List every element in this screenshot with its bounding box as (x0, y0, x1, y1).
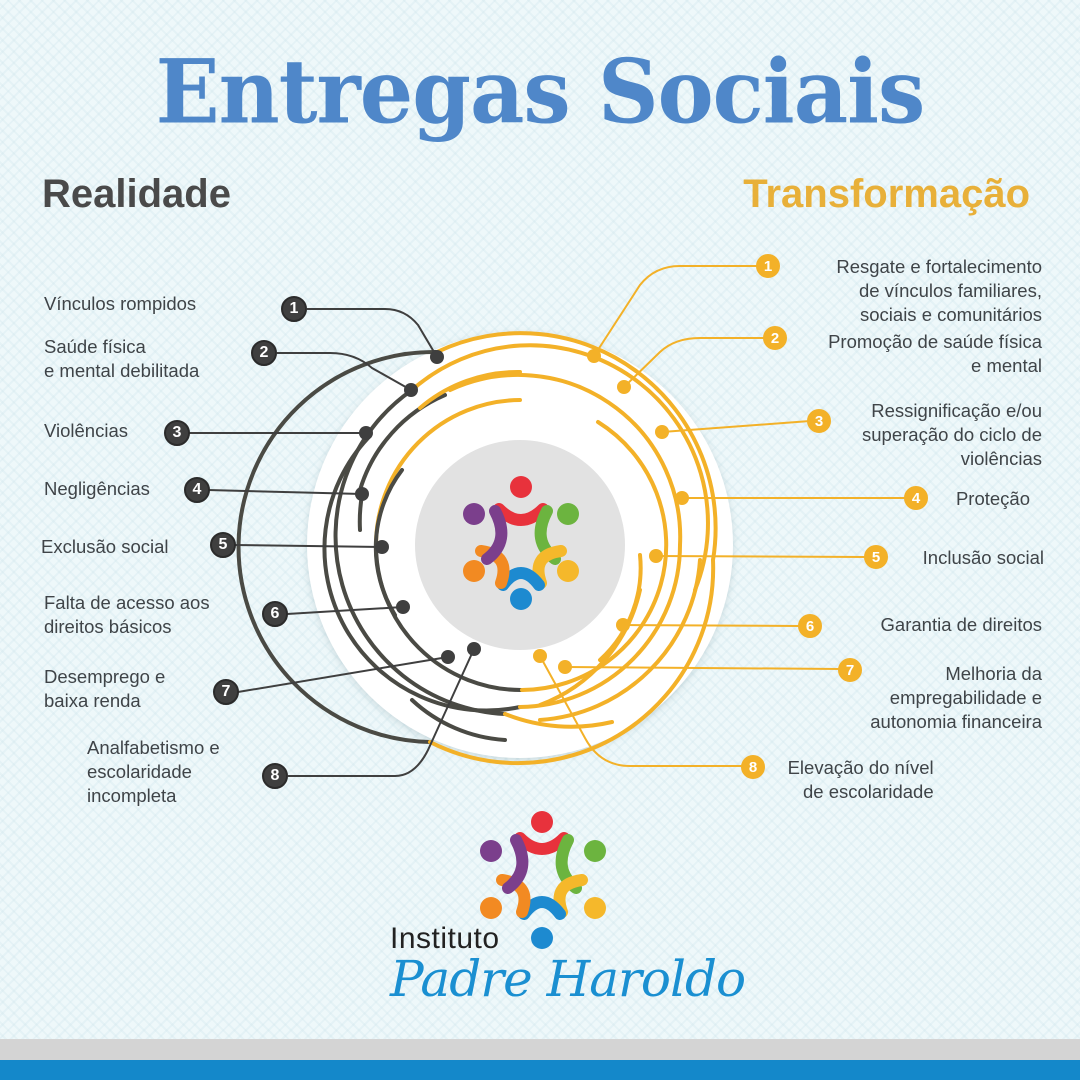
footer-bar-blue (0, 1060, 1080, 1080)
realidade-heading: Realidade (42, 172, 231, 216)
transformacao-item-6: Garantia de direitos (880, 614, 1042, 635)
transformacao-badge-4: 4 (904, 486, 928, 510)
realidade-item-1: Vínculos rompidos (44, 293, 197, 314)
transformacao-badge-3: 3 (807, 409, 831, 433)
transformacao-item-5: Inclusão social (922, 547, 1044, 568)
transformacao-badge-2: 2 (763, 326, 787, 350)
transformacao-item-4: Proteção (955, 488, 1030, 509)
transformacao-dots (533, 349, 689, 674)
footer-bar-gray (0, 1039, 1080, 1060)
realidade-badge-6: 6 (262, 601, 288, 627)
realidade-badge-8: 8 (262, 763, 288, 789)
realidade-badge-1: 1 (281, 296, 307, 322)
transformacao-badge-8: 8 (741, 755, 765, 779)
realidade-badge-3: 3 (164, 420, 190, 446)
realidade-item-5: Exclusão social (41, 536, 169, 557)
realidade-badge-4: 4 (184, 477, 210, 503)
logo-instituto: Instituto (390, 922, 500, 955)
realidade-badge-7: 7 (213, 679, 239, 705)
realidade-connectors (189, 308, 475, 777)
realidade-item-3: Violências (44, 420, 128, 441)
community-icon (463, 476, 579, 610)
institute-logo-icon (480, 811, 606, 949)
page-title: Entregas Sociais (155, 39, 926, 144)
transformacao-connectors (539, 265, 905, 767)
inner-disc (415, 440, 625, 650)
transformacao-heading: Transformação (743, 172, 1030, 216)
realidade-dots (355, 350, 481, 664)
transformacao-badge-1: 1 (756, 254, 780, 278)
transformacao-badge-6: 6 (798, 614, 822, 638)
realidade-badge-2: 2 (251, 340, 277, 366)
transformacao-badge-7: 7 (838, 658, 862, 682)
rings (236, 331, 718, 766)
realidade-item-4: Negligências (44, 478, 150, 499)
logo-padre-haroldo: Padre Haroldo (390, 950, 746, 1008)
realidade-badge-5: 5 (210, 532, 236, 558)
transformacao-badge-5: 5 (864, 545, 888, 569)
